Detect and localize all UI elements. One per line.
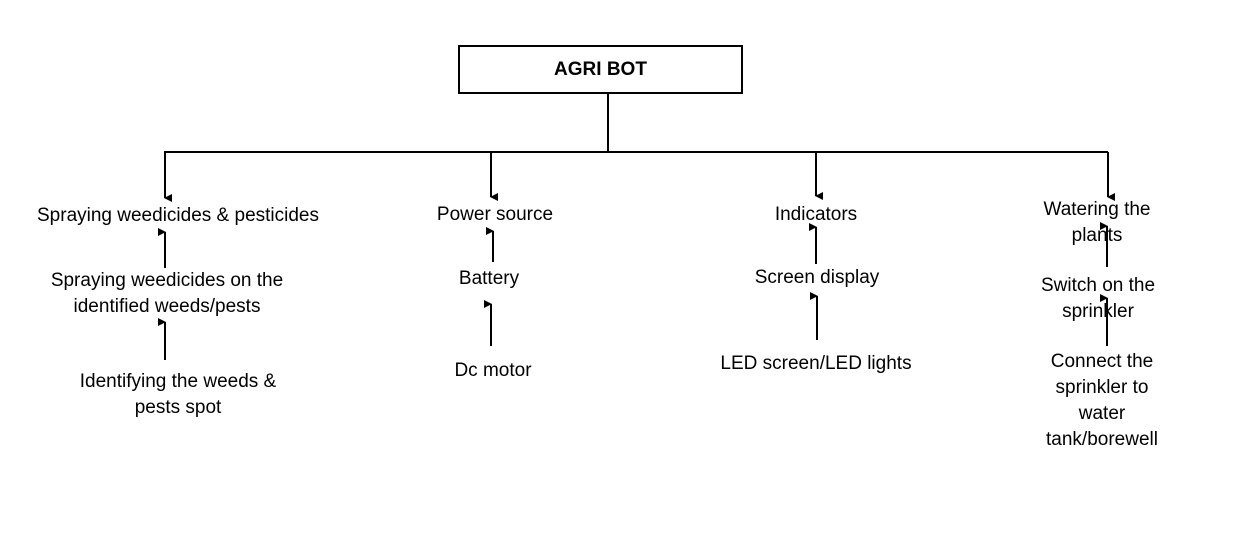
branch-4-middle-label: Switch on the sprinkler xyxy=(1040,275,1156,322)
root-node: AGRI BOT xyxy=(458,45,743,94)
branch-3-top-label: Indicators xyxy=(774,204,858,225)
branch-4-top-label: Watering the plants xyxy=(1043,199,1151,246)
branch-3-middle-label: Screen display xyxy=(754,267,880,288)
branch-1-bottom-label: Identifying the weeds & pests spot xyxy=(79,371,277,418)
root-label: AGRI BOT xyxy=(554,58,647,80)
branch-2-top-label: Power source xyxy=(436,204,554,225)
branch-1-middle-label: Spraying weedicides on the identified we… xyxy=(50,270,284,317)
branch-3-bottom-label: LED screen/LED lights xyxy=(720,353,912,374)
branch-2-middle-label: Battery xyxy=(458,268,520,289)
branch-1-top-label: Spraying weedicides & pesticides xyxy=(37,205,319,226)
branch-4-bottom-label: Connect the sprinkler to water tank/bore… xyxy=(1046,351,1158,450)
branch-2-bottom-label: Dc motor xyxy=(454,360,532,381)
